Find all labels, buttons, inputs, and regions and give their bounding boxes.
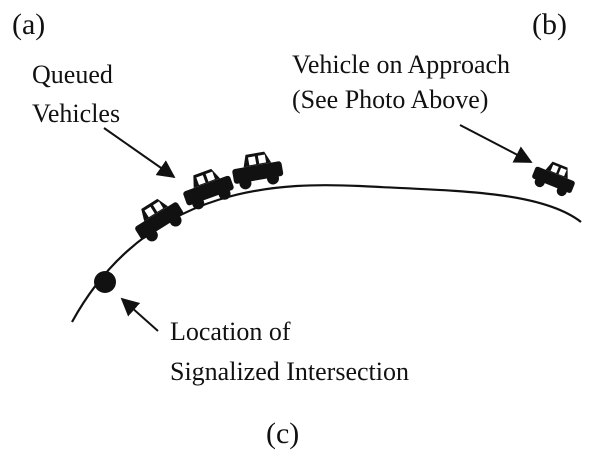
car-icon <box>229 148 285 192</box>
panel-label-a: (a) <box>12 8 45 41</box>
intersection-label-line1: Location of <box>170 317 291 346</box>
intersection-marker-icon <box>94 271 116 293</box>
panel-label-b: (b) <box>532 8 567 41</box>
car-icon <box>178 163 237 213</box>
arrow-icon <box>459 124 533 163</box>
approach-label-line1: Vehicle on Approach <box>292 50 510 79</box>
arrow-icon <box>103 127 176 179</box>
panel-label-c: (c) <box>266 417 299 450</box>
queued-vehicles-label-line1: Queued <box>32 60 113 89</box>
queued-vehicles-label-line2: Vehicles <box>32 99 120 128</box>
car-icon <box>127 190 189 247</box>
arrow-icon <box>120 297 159 332</box>
car-icon <box>529 156 580 200</box>
intersection-label-line2: Signalized Intersection <box>170 357 409 386</box>
approach-label-line2: (See Photo Above) <box>292 85 488 114</box>
